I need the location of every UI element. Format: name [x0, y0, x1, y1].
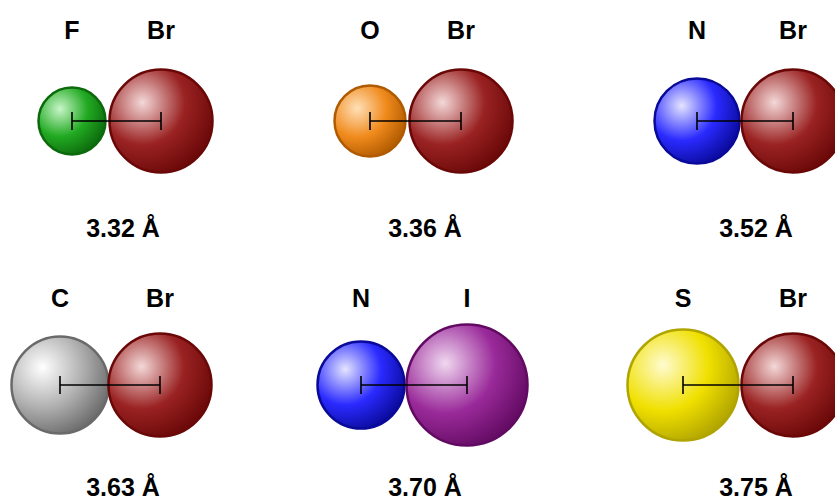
- distance-value: 3.52 Å: [719, 216, 793, 241]
- atom-sphere: I: [405, 323, 529, 447]
- element-symbol: I: [464, 286, 471, 311]
- atom-circle: [107, 332, 213, 438]
- distance-value: 3.70 Å: [388, 475, 462, 500]
- atom-circle: [316, 340, 406, 430]
- element-symbol: S: [675, 286, 692, 311]
- distance-value: 3.63 Å: [86, 475, 160, 500]
- atom-circle: [333, 84, 407, 158]
- element-symbol: Br: [779, 286, 807, 311]
- element-symbol: F: [64, 18, 79, 43]
- atom-sphere: O: [333, 84, 407, 158]
- atom-circle: [653, 77, 741, 165]
- distance-value: 3.36 Å: [388, 216, 462, 241]
- element-symbol: Br: [146, 286, 174, 311]
- atom-sphere: C: [10, 335, 110, 435]
- atom-circle: [37, 86, 107, 156]
- atom-sphere: Br: [740, 68, 835, 174]
- element-symbol: Br: [447, 18, 475, 43]
- atom-sphere: Br: [408, 68, 514, 174]
- atom-sphere: Br: [108, 68, 214, 174]
- atom-circle: [626, 328, 740, 442]
- element-symbol: O: [360, 18, 379, 43]
- atom-sphere: N: [653, 77, 741, 165]
- atom-sphere: F: [37, 86, 107, 156]
- atom-circle: [740, 332, 835, 438]
- atom-circle: [10, 335, 110, 435]
- atom-sphere: N: [316, 340, 406, 430]
- atom-circle: [405, 323, 529, 447]
- distance-value: 3.75 Å: [719, 475, 793, 500]
- atom-circle: [740, 68, 835, 174]
- distance-value: 3.32 Å: [86, 216, 160, 241]
- element-symbol: Br: [779, 18, 807, 43]
- atom-circle: [408, 68, 514, 174]
- element-symbol: N: [688, 18, 706, 43]
- element-symbol: Br: [147, 18, 175, 43]
- atom-circle: [108, 68, 214, 174]
- element-symbol: N: [352, 286, 370, 311]
- atom-sphere: Br: [740, 332, 835, 438]
- element-symbol: C: [51, 286, 69, 311]
- atom-sphere: Br: [107, 332, 213, 438]
- atom-sphere: S: [626, 328, 740, 442]
